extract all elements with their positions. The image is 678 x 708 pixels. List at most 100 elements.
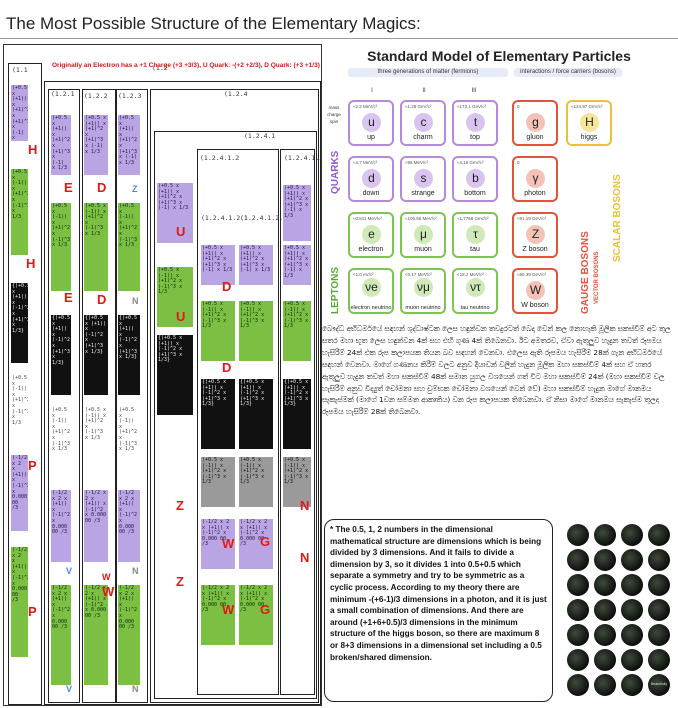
particle-name: bottom xyxy=(454,190,496,197)
letter-e-1: E xyxy=(64,181,73,194)
orb-label: Beautifully xyxy=(648,682,670,686)
node-label-1-2-4-1: (1.2.4.1 xyxy=(244,133,275,140)
letter-w-2: W xyxy=(102,571,111,584)
particle-mass: 0 xyxy=(517,160,520,165)
cell-black-1: {(+0.5 x (+1)) x (-1)^2 x (+1)^3 x 1/3} xyxy=(11,283,28,363)
particle-name: Z boson xyxy=(514,246,556,253)
particle-higgs: ≈124.97 GeV/c² H higgs xyxy=(566,100,612,146)
particle-symbol: Z xyxy=(526,225,545,244)
particle-electron: ≈0.511 MeV/c² e electron xyxy=(348,212,394,258)
particle-symbol: u xyxy=(362,113,381,132)
particle-photon: 0 γ photon xyxy=(512,156,558,202)
cell-122-a: (+0.5 x (+1)) x (+1)^2 x (+1)^3 x (-1) x… xyxy=(84,115,108,175)
cell-white-1: (+0.5 x (-1)) x (+1)^2 x (-1)^3 x 1/3 xyxy=(11,375,28,445)
particle-bottom: ≈4.18 GeV/c² b bottom xyxy=(452,156,498,202)
letter-g-2: G xyxy=(260,603,270,616)
magic-orb xyxy=(621,624,643,646)
particle-name: muon neutrino xyxy=(402,305,444,311)
quarks-label: QUARKS xyxy=(330,151,341,194)
magic-orb: Beautifully xyxy=(648,674,670,696)
particle-name: electron xyxy=(350,246,392,253)
particle-mass: ≈0.511 MeV/c² xyxy=(353,216,382,221)
gen-iii: III xyxy=(464,88,484,95)
particle-symbol: μ xyxy=(414,225,433,244)
cell-121-e: (-1/2 x 2 x (+1)) x (-1)^2 x 0.000 00 /3 xyxy=(51,490,71,562)
magic-orb xyxy=(567,524,589,546)
particle-symbol: d xyxy=(362,169,381,188)
magic-structure-diagram: (1.1 (1.2 (1.2.1 (1.2.2 (1.2.3 (1.2.4 (1… xyxy=(3,44,322,706)
particle-mass: <18.2 MeV/c² xyxy=(457,272,484,277)
cell-12412-b: (+0.5 x (+1)) x (+1)^2 x (+1)^3 x (-1) x… xyxy=(239,245,273,285)
cell-123-c: {(+0.5 x (+1)) x (-1)^2 x (+1)^3 x 1/3} xyxy=(118,315,140,395)
row-label-charge: charge xyxy=(324,111,344,118)
letter-g-1: G xyxy=(260,535,270,548)
letter-w-1: W xyxy=(222,537,234,550)
letter-n-1: N xyxy=(132,295,139,308)
letter-d-4: D xyxy=(222,361,231,374)
particle-z-boson: ≈91.19 GeV/c² Z Z boson xyxy=(512,212,558,258)
letter-d-1: D xyxy=(97,181,106,194)
particle-symbol: H xyxy=(580,113,599,132)
letter-d-2: D xyxy=(97,293,106,306)
particle-mass: ≈4.7 MeV/c² xyxy=(353,160,377,165)
letter-p-1: P xyxy=(28,459,37,472)
letter-z-1: Z xyxy=(132,183,138,196)
particle-tau-neutrino: <18.2 MeV/c² ντ tau neutrino xyxy=(452,268,498,314)
particle-mass: ≈1.7768 GeV/c² xyxy=(457,216,489,221)
particle-symbol: t xyxy=(466,113,485,132)
letter-n-4: N xyxy=(132,683,139,696)
magic-orbs-grid: Beautifully xyxy=(565,522,675,704)
cell-12412-g: (+0.5 x (-1)) x (+1)^2 x (-1)^3 x 1/3 xyxy=(201,457,235,507)
particle-symbol: νe xyxy=(362,278,381,297)
magic-orb xyxy=(648,599,670,621)
cell-123-b: (+0.5 x (-1)) x (+1)^2 x (-1)^3 x 1/3 xyxy=(118,203,140,291)
cell-1241-a: (+0.5 x (+1)) x (+1)^2 x (+1)^3 x (-1) x… xyxy=(157,183,193,243)
particle-charm: ≈1.28 GeV/c² c charm xyxy=(400,100,446,146)
node-label-1-2-4-1-3: (1.2.4.1.3 xyxy=(284,155,323,162)
magic-orb xyxy=(594,649,616,671)
node-label-1-2-4-1-2-2: (1.2.4.1.2.2 xyxy=(240,215,287,222)
standard-model-title: Standard Model of Elementary Particles xyxy=(322,48,676,64)
node-label-1-2-4: (1.2.4 xyxy=(224,91,247,98)
gauge-label: GAUGE BOSONS xyxy=(580,231,591,314)
magic-orb xyxy=(594,549,616,571)
particle-symbol: s xyxy=(414,169,433,188)
fermion-header: three generations of matter (fermions) xyxy=(348,68,508,77)
cell-12413-c: (+0.5 x (-1)) x (+1)^2 x (-1)^3 x 1/3 xyxy=(283,301,311,361)
letter-v-2: V xyxy=(66,683,72,696)
magic-orb xyxy=(594,624,616,646)
particle-symbol: e xyxy=(362,225,381,244)
magic-orb xyxy=(648,574,670,596)
boson-header: interactions / force carriers (bosons) xyxy=(514,68,622,77)
cell-1241-c: {(+0.5 x (+1)) x (-1)^2 x (+1)^3 x 1/3} xyxy=(157,335,193,415)
cell-12413-d: {(+0.5 x (+1)) x (-1)^2 x (+1)^3 x 1/3} xyxy=(283,379,311,449)
particle-mass: ≈105.66 MeV/c² xyxy=(405,216,437,221)
particle-name: gluon xyxy=(514,134,556,141)
cell-122-f: (-1/2 x 2 x (+1)) x (-1)^2 x 0.000 00 /3 xyxy=(84,585,108,685)
leptons-label: LEPTONS xyxy=(330,267,341,314)
node-label-1-2-4-1-2: (1.2.4.1.2 xyxy=(200,155,239,162)
particle-mass: ≈4.18 GeV/c² xyxy=(457,160,483,165)
particle-name: charm xyxy=(402,134,444,141)
cell-12412-h: (+0.5 x (-1)) x (+1)^2 x (-1)^3 x 1/3 xyxy=(239,457,273,507)
node-label-1-2-1: (1.2.1 xyxy=(51,91,74,98)
magic-orb xyxy=(567,624,589,646)
particle-tau: ≈1.7768 GeV/c² τ tau xyxy=(452,212,498,258)
particle-name: tau neutrino xyxy=(454,305,496,311)
particle-gluon: 0 g gluon xyxy=(512,100,558,146)
node-label-1-1: (1.1 xyxy=(12,67,28,74)
vector-label: VECTOR BOSONS xyxy=(594,251,600,304)
cell-122-c: {(+0.5 x (+1)) x (-1)^2 x (+1)^3 x 1/3} xyxy=(84,315,108,395)
particle-mass: <0.17 MeV/c² xyxy=(405,272,432,277)
particle-mass: 0 xyxy=(517,104,520,109)
magic-orb xyxy=(567,549,589,571)
particle-symbol: ντ xyxy=(466,278,485,297)
page-title: The Most Possible Structure of the Eleme… xyxy=(6,14,421,34)
particle-mass: <1.0 eV/c² xyxy=(353,272,374,277)
magic-orb xyxy=(621,599,643,621)
particle-muon: ≈105.66 MeV/c² μ muon xyxy=(400,212,446,258)
standard-model-chart: Standard Model of Elementary Particles t… xyxy=(322,44,676,320)
particle-name: strange xyxy=(402,190,444,197)
particle-symbol: W xyxy=(526,281,545,300)
letter-u-2: U xyxy=(176,310,185,323)
